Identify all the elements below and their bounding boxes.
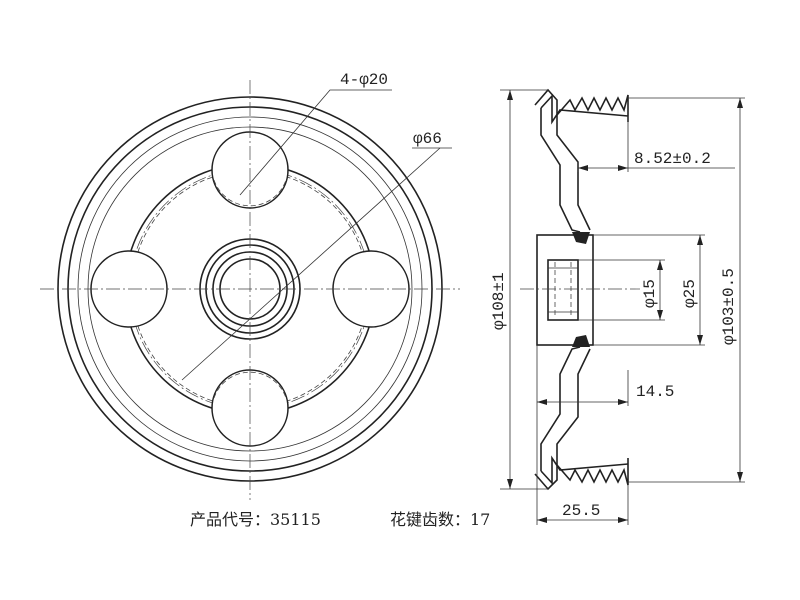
side-view: 8.52±0.2 14.5 25.5 φ108±1 φ15 φ25 φ103±0…	[490, 88, 745, 525]
top-flange-profile	[534, 88, 629, 122]
arrow-hub-top	[697, 235, 703, 245]
bottom-flange-profile	[534, 458, 629, 491]
lower-inner-wall	[556, 348, 591, 465]
upper-outer-wall	[540, 108, 581, 233]
arrow-offset-left	[578, 165, 588, 171]
hatch-bottom	[572, 335, 590, 347]
outer-diameter-dim-label: φ108±1	[490, 272, 508, 330]
total-width-dim-label: 25.5	[562, 502, 600, 520]
hatch-top	[572, 232, 590, 244]
lower-outer-wall	[540, 346, 581, 471]
arrow-outer-top	[507, 90, 513, 100]
product-code-label: 产品代号：35115	[190, 510, 321, 529]
arrow-hub-len-left	[537, 399, 547, 405]
arrow-groove-top	[737, 98, 743, 108]
front-view: 4-φ20 φ66	[40, 71, 460, 500]
holes-dim-label: 4-φ20	[340, 71, 388, 89]
bolt-circle-leader	[181, 147, 441, 381]
hub-section	[536, 234, 594, 346]
arrow-offset-right	[618, 165, 628, 171]
holes-leader	[239, 89, 392, 196]
upper-inner-wall	[556, 115, 591, 231]
arrow-width-left	[537, 517, 547, 523]
arrow-hub-bottom	[697, 335, 703, 345]
bottom-flange-inner	[540, 455, 629, 486]
arrow-width-right	[618, 517, 628, 523]
bore-dim-label: φ15	[641, 279, 659, 308]
hole-bottom-hidden	[213, 371, 287, 399]
bore-section	[547, 259, 579, 321]
top-flange-inner	[540, 93, 629, 125]
offset-dim-label: 8.52±0.2	[634, 150, 711, 168]
arrow-groove-bottom	[737, 472, 743, 482]
hole-top-hidden	[213, 179, 287, 207]
arrow-bore-top	[657, 260, 663, 270]
spline-teeth-label: 花键齿数：17	[390, 510, 490, 529]
arrow-hub-len-right	[618, 399, 628, 405]
hub-length-dim-label: 14.5	[636, 383, 674, 401]
hub-dim-label: φ25	[681, 279, 699, 308]
arrow-bore-bottom	[657, 310, 663, 320]
bolt-circle-dim-label: φ66	[413, 130, 442, 148]
groove-diameter-dim-label: φ103±0.5	[720, 268, 738, 345]
arrow-outer-bottom	[507, 479, 513, 489]
